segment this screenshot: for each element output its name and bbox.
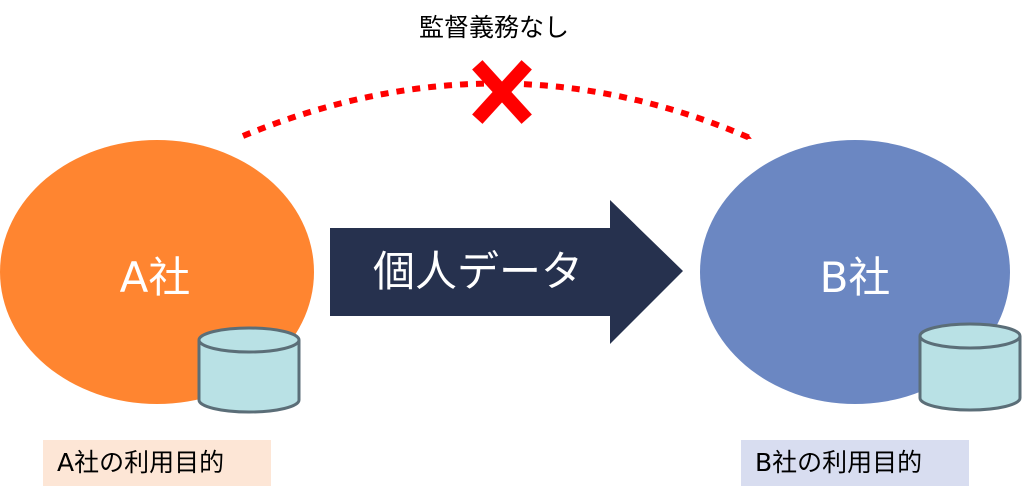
company-b-purpose-label: B社の利用目的 (741, 440, 969, 486)
company-a-purpose-label: A社の利用目的 (43, 440, 271, 486)
transfer-arrow: 個人データ (330, 200, 683, 344)
database-icon (197, 326, 301, 414)
transfer-arrow-label: 個人データ (373, 247, 583, 296)
company-b-name: B社 (820, 253, 891, 302)
supervision-label: 監督義務なし (419, 13, 570, 42)
database-icon (918, 322, 1022, 412)
company-a-name: A社 (120, 253, 191, 302)
cross-icon (472, 60, 532, 124)
